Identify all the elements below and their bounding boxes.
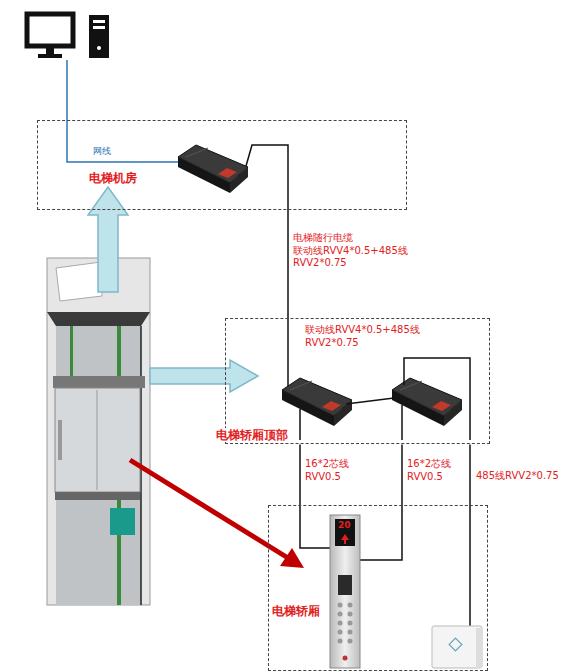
region-label: 电梯机房 <box>88 171 138 185</box>
region-box: 电梯机房 <box>37 120 407 210</box>
cable-label: 16*2芯线 RVV0.5 <box>305 458 349 483</box>
wire-label: 联动线RVV4*0.5+485线 RVV2*0.75 <box>305 324 420 349</box>
elevator-panel <box>330 515 360 668</box>
up-arrow <box>88 187 128 292</box>
elevator-illustration <box>47 258 150 605</box>
red-arrow <box>130 460 304 568</box>
cable-label: 16*2芯线 RVV0.5 <box>407 458 451 483</box>
controller <box>282 378 352 426</box>
computer-icon <box>27 14 109 58</box>
region-label: 电梯轿厢顶部 <box>215 428 289 442</box>
wire-label: 20 <box>338 520 351 531</box>
cable <box>299 444 301 505</box>
cable <box>401 444 403 505</box>
cable-label: 电梯随行电缆 联动线RVV4*0.5+485线 RVV2*0.75 <box>293 232 408 270</box>
region-label: 电梯轿厢 <box>271 604 321 618</box>
network-cable <box>67 60 184 162</box>
region-box: 电梯轿厢 <box>268 505 488 671</box>
wire-label: 网线 <box>93 146 111 157</box>
cable <box>469 444 471 505</box>
card-reader <box>432 626 482 668</box>
cable-label: 485线RVV2*0.75 <box>476 470 559 483</box>
right-arrow <box>150 360 258 392</box>
controller <box>178 145 248 193</box>
cable <box>287 210 289 318</box>
